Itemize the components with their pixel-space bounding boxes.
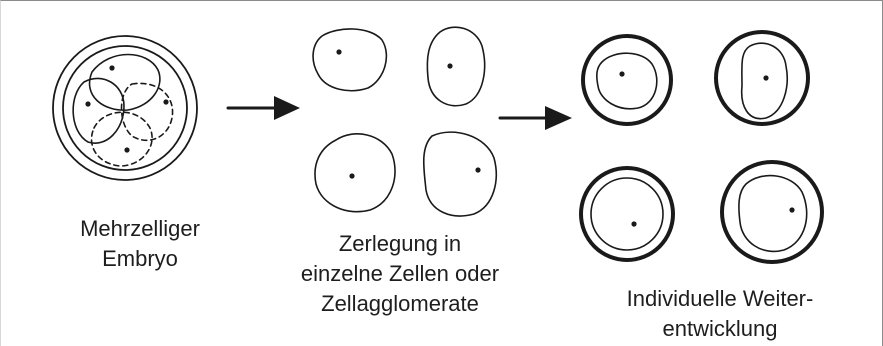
nucleus bbox=[789, 207, 795, 213]
zona-pellucida-outer bbox=[52, 35, 198, 181]
nucleus bbox=[619, 71, 625, 77]
developing-cell bbox=[738, 174, 808, 253]
arrow-right-icon bbox=[226, 96, 300, 120]
caption-individual-development: Individuelle Weiter- entwicklung bbox=[570, 284, 870, 344]
caption-line: Embryo bbox=[102, 246, 178, 271]
caption-line: entwicklung bbox=[662, 316, 778, 341]
nucleus bbox=[349, 173, 355, 179]
zona-pellucida bbox=[579, 166, 675, 262]
caption-line: Zerlegung in bbox=[338, 231, 462, 256]
isolated-cell bbox=[312, 28, 388, 92]
nucleus bbox=[163, 99, 169, 105]
zona-pellucida bbox=[581, 34, 673, 126]
blastomere-bottom bbox=[90, 111, 153, 167]
nucleus bbox=[124, 147, 130, 153]
arrow-right-icon bbox=[498, 106, 572, 130]
individual-development bbox=[579, 30, 824, 264]
nucleus bbox=[109, 65, 115, 71]
isolated-cell bbox=[426, 26, 486, 107]
caption-separation: Zerlegung in einzelne Zellen oder Zellag… bbox=[255, 229, 545, 319]
caption-line: Zellagglomerate bbox=[321, 291, 479, 316]
isolated-cell bbox=[314, 133, 396, 213]
caption-multicellular-embryo: Mehrzelliger Embryo bbox=[30, 214, 250, 274]
nucleus bbox=[336, 49, 342, 55]
blastomere-right bbox=[120, 82, 174, 142]
caption-line: Individuelle Weiter- bbox=[626, 286, 814, 311]
blastomere-left bbox=[72, 77, 125, 144]
separated-cells bbox=[312, 26, 497, 217]
isolated-cell bbox=[422, 131, 497, 217]
blastomere-top bbox=[88, 53, 161, 111]
nucleus bbox=[631, 221, 637, 227]
developing-cell bbox=[590, 177, 664, 251]
caption-line: Mehrzelliger bbox=[80, 216, 200, 241]
developing-cell bbox=[596, 52, 658, 110]
caption-line: einzelne Zellen oder bbox=[300, 261, 500, 286]
zona-pellucida-inner bbox=[62, 45, 188, 171]
developing-cell bbox=[740, 42, 788, 120]
zona-pellucida bbox=[720, 160, 824, 264]
nucleus bbox=[763, 75, 769, 81]
nucleus bbox=[475, 167, 481, 173]
multicellular-embryo bbox=[52, 35, 198, 181]
zona-pellucida bbox=[714, 30, 810, 126]
nucleus bbox=[85, 101, 91, 107]
nucleus bbox=[447, 63, 453, 69]
